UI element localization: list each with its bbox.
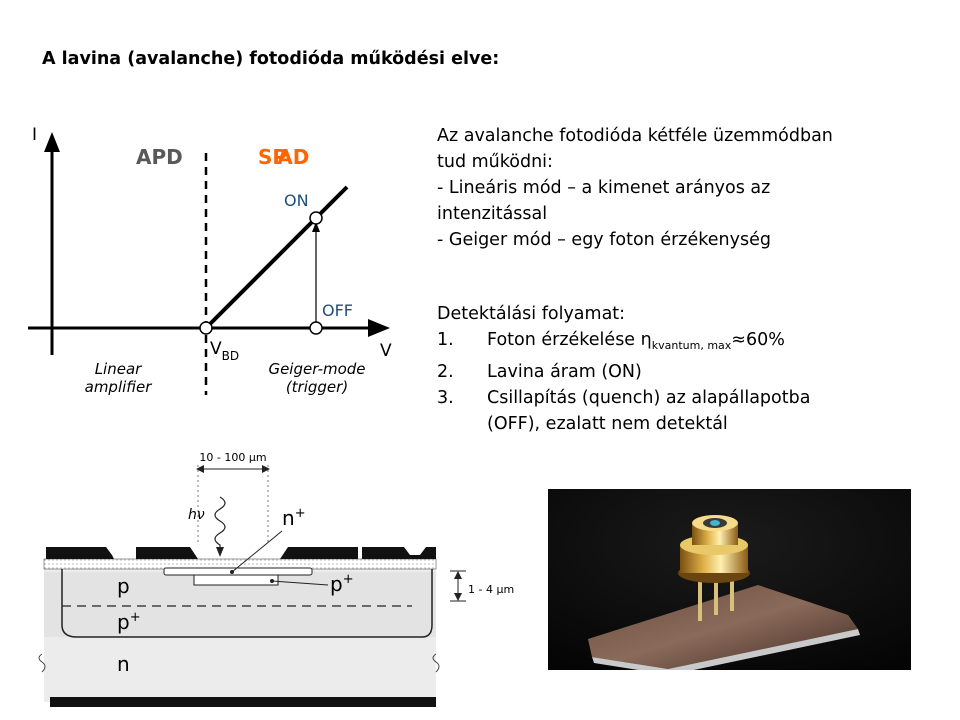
y-axis-label: I [32, 125, 37, 145]
explanation-text: Az avalanche fotodióda kétféle üzemmódba… [437, 123, 937, 437]
detection-item-3: 3. Csillapítás (quench) az alapállapotba… [437, 385, 937, 437]
intro-line-1: Az avalanche fotodióda kétféle üzemmódba… [437, 126, 833, 146]
sensor-window [710, 520, 720, 526]
n-substrate-label: n [117, 652, 130, 676]
x-axis-label: V [380, 341, 392, 361]
n-plus-label: n+ [282, 506, 306, 530]
p-plus-buried-label: p+ [117, 610, 141, 634]
apd-region-label: APD [136, 145, 183, 169]
mode2-line: - Geiger mód – egy foton érzékenység [437, 230, 771, 250]
vbd-point [199, 321, 213, 335]
width-label: 10 - 100 µm [199, 451, 266, 464]
depth-label: 1 - 4 µm [468, 583, 514, 596]
item-number: 1. [437, 330, 454, 350]
detection-item-1: 1. Foton érzékelése ηkvantum, max≈60% [437, 327, 937, 359]
vbd-label: VBD [210, 339, 239, 363]
on-label: ON [284, 191, 309, 210]
metal-contact-right [362, 547, 436, 559]
intro-line-2: tud működni: [437, 152, 553, 172]
geiger-caption-2: (trigger) [286, 378, 348, 396]
p-plus-label: p+ [330, 572, 354, 596]
off-label: OFF [322, 301, 353, 320]
metal-contact-mid-right [288, 547, 358, 559]
item-number: 3. [437, 388, 454, 408]
x-axis-arrowhead [368, 319, 390, 337]
apd-cross-section-diagram: 10 - 100 µm hν n+ p+ p p+ n 1 - 4 µm [38, 451, 514, 707]
item-number: 2. [437, 362, 454, 382]
on-point [309, 211, 323, 225]
geiger-on-curve [204, 185, 349, 330]
apd-component-photo [548, 489, 911, 670]
y-axis-arrowhead [44, 132, 60, 152]
photon-wave [214, 496, 226, 551]
linear-caption-2: amplifier [85, 378, 153, 396]
pcb-board [588, 585, 858, 669]
slide-title: A lavina (avalanche) fotodióda működési … [42, 49, 500, 69]
mode1-line-2: intenzitással [437, 204, 548, 224]
photon-label: hν [188, 507, 205, 523]
p-plus-buried-region [61, 569, 433, 638]
p-label: p [117, 574, 130, 598]
detection-item-2: 2. Lavina áram (ON) [437, 359, 937, 385]
mode1-line-1: - Lineáris mód – a kimenet arányos az [437, 178, 771, 198]
geiger-caption-1: Geiger-mode [268, 360, 365, 378]
p-plus-region [193, 574, 279, 586]
metal-contact-mid-left [136, 547, 190, 559]
off-to-on-arrowhead [312, 222, 320, 232]
off-point [309, 321, 323, 335]
linear-caption-1: Linear [95, 360, 142, 378]
spad-region-label: SPAD [258, 145, 309, 169]
detection-heading: Detektálási folyamat: [437, 304, 626, 324]
iv-characteristic-diagram: I V APD SPAD ON OFF VBD Linear amplifier… [28, 125, 392, 396]
n-plus-layer [163, 567, 313, 576]
